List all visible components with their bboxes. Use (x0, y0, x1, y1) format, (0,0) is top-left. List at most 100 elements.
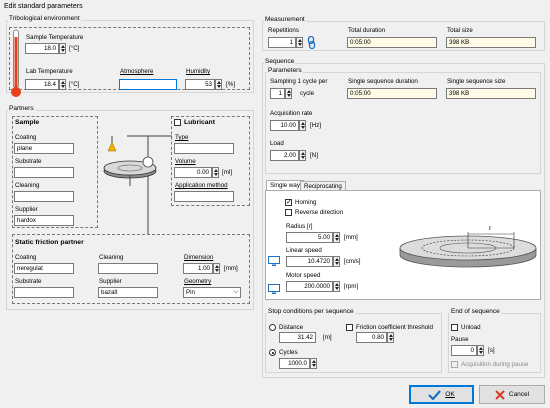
tribometer-illustration (103, 135, 172, 234)
sample-supplier-label: Supplier (15, 206, 38, 213)
total-duration-label: Total duration (348, 27, 386, 34)
reverse-direction-label: Reverse direction (295, 209, 344, 216)
lubricant-app-method-input[interactable] (174, 191, 234, 202)
radius-label: Radius [r] (286, 223, 313, 230)
static-substrate-input[interactable] (14, 287, 74, 298)
atmosphere-input[interactable] (119, 79, 177, 90)
measurement-group (262, 21, 545, 51)
linear-speed-label: Linear speed (286, 247, 322, 254)
static-partner-frame (12, 234, 250, 304)
tab-reciprocating[interactable]: Reciprocating (300, 181, 346, 191)
lab-temp-input[interactable]: 18.4 (25, 79, 59, 90)
sample-cleaning-input[interactable] (14, 191, 74, 202)
distance-unit: [m] (323, 334, 332, 341)
acq-rate-spinner[interactable] (299, 120, 306, 131)
monitor-icon[interactable] (268, 284, 280, 295)
static-dimension-spinner[interactable] (213, 263, 220, 274)
lubricant-app-method-label: Application method (175, 182, 228, 189)
load-input[interactable]: 2.00 (270, 150, 299, 161)
friction-threshold-label: Friction coefficient threshold (356, 324, 433, 331)
lubricant-type-input[interactable] (174, 143, 234, 154)
close-icon (495, 389, 505, 400)
tribo-group-label: Tribological environment (8, 15, 81, 22)
friction-threshold-input[interactable]: 0.80 (356, 332, 387, 343)
load-unit: [N] (310, 152, 318, 159)
lab-temp-spinner[interactable] (59, 79, 66, 90)
single-size-label: Single sequence size (447, 78, 506, 85)
motor-speed-unit: [rpm] (344, 283, 359, 290)
static-geometry-select[interactable]: Pin ⌵ (183, 287, 241, 298)
linear-speed-input[interactable]: 10.4720 (286, 256, 333, 267)
radius-input[interactable]: 5.00 (286, 232, 333, 243)
humidity-spinner[interactable] (215, 79, 222, 90)
pause-unit: [s] (488, 347, 495, 354)
static-supplier-input[interactable]: bazalt (98, 287, 158, 298)
pause-spinner[interactable] (477, 345, 484, 356)
lubricant-checkbox[interactable] (174, 119, 181, 126)
reverse-direction-checkbox[interactable] (285, 209, 292, 216)
friction-threshold-spinner[interactable] (387, 332, 394, 343)
sample-temp-input[interactable]: 18.0 (25, 43, 59, 54)
distance-radio[interactable] (269, 324, 276, 331)
sample-coating-label: Coating (15, 134, 37, 141)
static-dimension-unit: [mm] (224, 265, 238, 272)
distance-input[interactable]: 31.42 (279, 332, 316, 343)
single-size-field: 398 KB (446, 88, 536, 99)
unload-checkbox[interactable] (451, 324, 458, 331)
pause-input[interactable]: 0 (451, 345, 477, 356)
motor-speed-spinner[interactable] (333, 281, 340, 292)
rotating-disc-diagram (399, 232, 537, 268)
static-substrate-label: Substrate (15, 278, 42, 285)
static-supplier-label: Supplier (99, 278, 122, 285)
acq-rate-input[interactable]: 10.00 (270, 120, 299, 131)
cycles-input[interactable]: 1000.0 (279, 358, 310, 369)
load-spinner[interactable] (299, 150, 306, 161)
ok-button[interactable]: OK (409, 385, 474, 404)
static-cleaning-input[interactable] (98, 263, 158, 274)
linear-speed-spinner[interactable] (333, 256, 340, 267)
friction-threshold-checkbox[interactable] (346, 324, 353, 331)
repetitions-input[interactable]: 1 (268, 37, 296, 48)
sampling-input[interactable]: 1 (270, 88, 285, 99)
sample-title: Sample (15, 119, 40, 126)
lubricant-type-label: Type (175, 134, 189, 141)
cycles-radio[interactable] (269, 349, 276, 356)
repetitions-label: Repetitions (268, 27, 299, 34)
linear-speed-unit: [cm/s] (344, 258, 361, 265)
sample-substrate-label: Substrate (15, 158, 42, 165)
sample-temp-spinner[interactable] (59, 43, 66, 54)
static-coating-input[interactable]: neregulat (14, 263, 74, 274)
static-dimension-input[interactable]: 1.00 (183, 263, 213, 274)
sample-temp-label: Sample Temperature (26, 34, 84, 41)
radius-spinner[interactable] (333, 232, 340, 243)
sample-coating-input[interactable]: plane (14, 143, 74, 154)
lubricant-volume-spinner[interactable] (212, 167, 219, 178)
ok-label: OK (445, 391, 455, 398)
cycles-spinner[interactable] (310, 358, 317, 369)
cancel-button[interactable]: Cancel (479, 385, 545, 404)
static-geometry-label: Geometry (184, 278, 212, 285)
repetitions-spinner[interactable] (296, 37, 303, 48)
distance-label: Distance (279, 324, 304, 331)
sequence-group (262, 63, 545, 378)
acq-during-pause-checkbox[interactable] (451, 361, 458, 368)
lubricant-frame (171, 116, 250, 206)
homing-checkbox[interactable] (285, 198, 292, 206)
partners-group (6, 110, 254, 310)
sampling-spinner[interactable] (285, 88, 292, 99)
thermometer-icon (11, 29, 21, 97)
lubricant-volume-input[interactable]: 0.00 (174, 167, 212, 178)
monitor-icon[interactable] (268, 256, 280, 267)
disc-radius-label: r (489, 224, 492, 232)
sample-supplier-input[interactable]: hardox (14, 215, 74, 226)
stop-conditions-group-label: Stop conditions per sequence (267, 308, 355, 315)
tab-single-way[interactable]: Single way (266, 180, 304, 190)
total-duration-field: 0:05:00 (347, 37, 437, 48)
humidity-input[interactable]: 53 (185, 79, 215, 90)
single-duration-field: 0:05:00 (347, 88, 437, 99)
link-icon[interactable] (307, 36, 316, 49)
sample-substrate-input[interactable] (14, 167, 74, 178)
motor-speed-input[interactable]: 200.0000 (286, 281, 333, 292)
pause-label: Pause (451, 336, 469, 343)
sequence-group-label: Sequence (264, 58, 296, 65)
